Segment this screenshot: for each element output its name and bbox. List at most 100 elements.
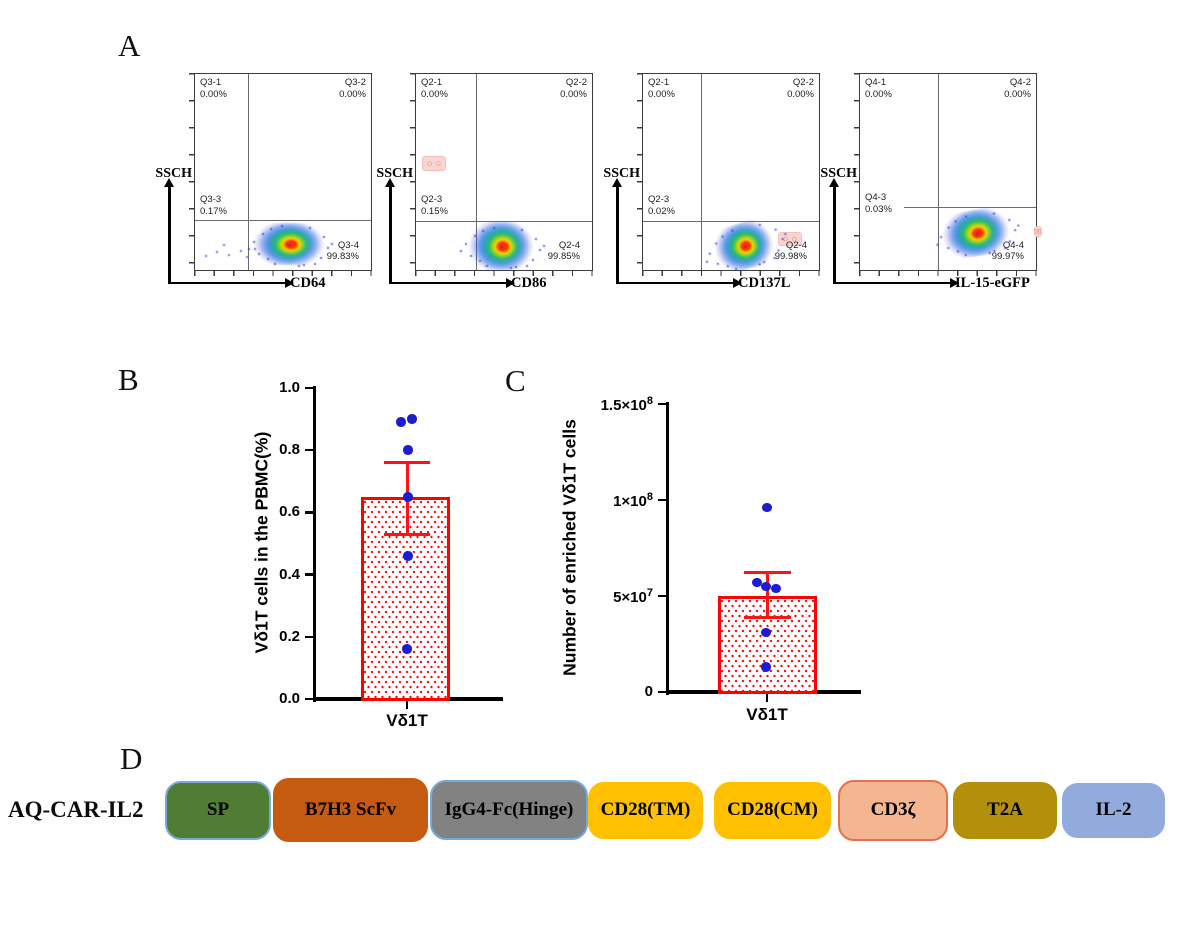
data-point [402, 644, 412, 654]
y-tick [305, 573, 314, 576]
data-point [761, 581, 771, 592]
data-point [761, 662, 771, 672]
construct-segment-t2a: T2A [953, 781, 1057, 839]
x-tick-marks [859, 271, 1037, 276]
y-tick [305, 448, 314, 452]
y-tick-label: 0.0 [279, 690, 300, 707]
x-axis-arrow [616, 278, 742, 287]
construct-segment-igg4-fc-hinge-: IgG4-Fc(Hinge) [430, 780, 588, 840]
data-point [403, 445, 413, 455]
y-tick [658, 402, 667, 406]
y-axis-line [312, 386, 316, 702]
y-tick-marks [854, 73, 859, 271]
y-axis-title: Vδ1T cells in the PBMC(%) [251, 431, 272, 654]
data-point [752, 577, 762, 588]
data-point [761, 627, 771, 638]
x-category-label: Vδ1T [746, 705, 788, 724]
y-tick [305, 635, 314, 639]
y-axis-arrow [612, 178, 622, 283]
data-point [403, 551, 413, 561]
y-tick-label: 1.0 [279, 379, 300, 396]
x-axis-label: CD137L [738, 275, 791, 291]
y-tick [658, 690, 667, 694]
y-tick [305, 386, 314, 390]
y-tick-label: 0.6 [279, 503, 300, 521]
x-axis-label: CD64 [290, 275, 326, 291]
y-axis-arrow [385, 178, 395, 283]
y-axis-arrow [829, 178, 839, 283]
pink-watermark [422, 156, 446, 171]
quadrant-vline [701, 74, 703, 270]
error-bar-cap-bottom [743, 615, 791, 619]
y-axis-label: SSCH [155, 166, 192, 181]
error-bar-cap-top [743, 570, 791, 574]
pink-watermark [1034, 226, 1042, 237]
x-axis-arrow [389, 278, 515, 287]
y-tick [305, 697, 314, 701]
x-axis-arrow [168, 278, 294, 287]
x-tick [405, 700, 409, 709]
error-bar-cap-top [384, 461, 430, 465]
quadrant-vline [476, 74, 478, 270]
cell-population-cloud [469, 222, 533, 270]
cell-population-cloud [254, 223, 324, 265]
y-axis-line [665, 402, 669, 695]
y-tick-label: 0 [644, 683, 653, 700]
data-point [396, 417, 406, 427]
y-tick-label: 0.8 [279, 441, 300, 459]
x-axis-label: IL-15-eGFP [955, 275, 1030, 291]
y-axis-title: Number of enriched Vδ1T cells [559, 419, 580, 676]
y-tick-label: 1×108 [613, 491, 653, 510]
y-axis-label: SSCH [603, 166, 640, 181]
data-point [407, 414, 417, 424]
construct-name: AQ-CAR-IL2 [8, 797, 144, 822]
error-bar-line [765, 572, 769, 618]
panel-d-label: D [120, 741, 143, 776]
quadrant-vline [248, 74, 250, 270]
y-tick [658, 498, 667, 502]
y-tick-label: 5×107 [613, 587, 653, 606]
x-tick-marks [194, 271, 372, 276]
construct-segment-cd28-cm-: CD28(CM) [714, 781, 831, 839]
y-tick-marks [637, 73, 642, 271]
panel-c-label: C [505, 363, 526, 398]
pink-watermark [778, 232, 802, 246]
bar [718, 596, 817, 694]
quadrant-vline [938, 74, 940, 270]
error-bar-cap-bottom [384, 532, 430, 536]
data-point [771, 583, 781, 594]
quadrant-hline [416, 221, 592, 223]
construct-segment-cd28-tm-: CD28(TM) [588, 781, 703, 839]
y-tick-label: 1.5×108 [600, 395, 653, 414]
panel-a-label: A [118, 28, 141, 63]
y-tick-marks [189, 73, 194, 271]
y-tick-marks [410, 73, 415, 271]
y-tick-label: 0.4 [279, 565, 300, 583]
quadrant-hline [195, 220, 371, 222]
quadrant-hline [904, 207, 1036, 209]
x-tick-marks [415, 271, 593, 276]
x-tick [765, 693, 769, 702]
x-axis-label: CD86 [511, 275, 547, 291]
x-axis-arrow [833, 278, 959, 287]
data-point [403, 492, 413, 502]
cell-population-cloud [709, 215, 779, 277]
